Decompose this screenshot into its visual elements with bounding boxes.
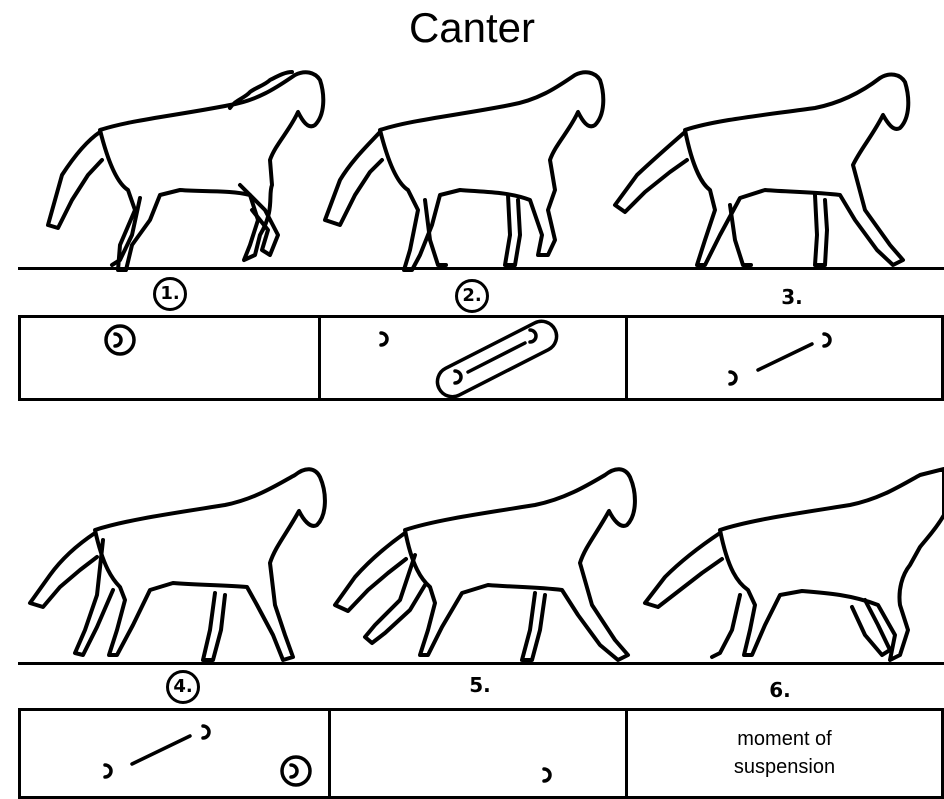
hoofprint-frame-5 xyxy=(544,769,550,781)
hoofprint-frame-4 xyxy=(105,726,310,785)
hoofprint-frame-1 xyxy=(106,326,134,354)
hoofprint-frame-2 xyxy=(381,316,562,402)
hoofprint-frame-3 xyxy=(730,334,830,384)
